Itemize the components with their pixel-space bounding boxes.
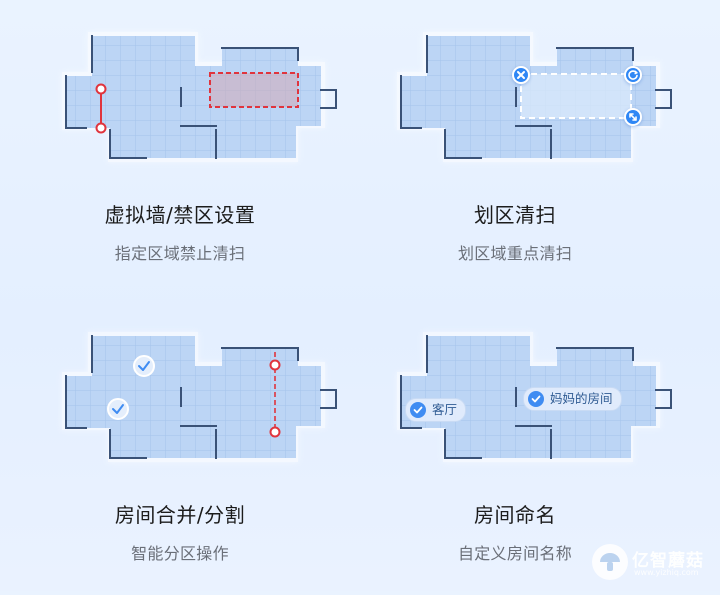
resize-icon bbox=[629, 113, 637, 121]
feature-subtitle: 划区域重点清扫 bbox=[457, 244, 573, 263]
floor-plan-map bbox=[0, 300, 360, 490]
feature-card-room-naming: 客厅 妈妈的房间 房间命名 自定义房间名称 bbox=[335, 300, 695, 595]
mushroom-logo-icon bbox=[592, 544, 628, 580]
delete-zone-button[interactable] bbox=[512, 66, 530, 84]
feature-card-room-merge-split: 房间合并/分割 智能分区操作 bbox=[0, 300, 360, 595]
watermark-text: 亿智蘑菇 bbox=[632, 551, 704, 571]
feature-title: 划区清扫 bbox=[474, 203, 556, 227]
no-go-zone bbox=[209, 72, 299, 108]
feature-subtitle: 智能分区操作 bbox=[131, 544, 229, 563]
cleaning-zone-box bbox=[520, 73, 632, 119]
close-icon bbox=[517, 71, 525, 79]
feature-subtitle: 自定义房间名称 bbox=[457, 544, 573, 563]
check-icon bbox=[528, 391, 544, 407]
room-label-living-room[interactable]: 客厅 bbox=[405, 398, 467, 422]
resize-zone-handle[interactable] bbox=[624, 108, 642, 126]
virtual-wall-line bbox=[95, 83, 107, 134]
watermark-url: www.yizhiq.com bbox=[634, 568, 699, 577]
floor-plan-map bbox=[335, 0, 695, 190]
floor-plan-map bbox=[335, 300, 695, 490]
room-label-text: 客厅 bbox=[432, 402, 458, 417]
feature-title: 房间合并/分割 bbox=[114, 503, 246, 527]
rotate-zone-button[interactable] bbox=[624, 66, 642, 84]
check-icon bbox=[410, 402, 426, 418]
watermark: 亿智蘑菇 www.yizhiq.com bbox=[592, 542, 716, 584]
feature-card-virtual-wall: 虚拟墙/禁区设置 指定区域禁止清扫 bbox=[0, 0, 360, 295]
room-selected-check-icon bbox=[133, 355, 155, 377]
feature-subtitle: 指定区域禁止清扫 bbox=[114, 244, 246, 263]
feature-card-zone-cleaning: 划区清扫 划区域重点清扫 bbox=[335, 0, 695, 295]
feature-title: 虚拟墙/禁区设置 bbox=[104, 203, 256, 227]
floor-plan-map bbox=[0, 0, 360, 190]
room-label-text: 妈妈的房间 bbox=[550, 391, 613, 406]
split-line bbox=[269, 352, 281, 440]
room-label-moms-room[interactable]: 妈妈的房间 bbox=[523, 387, 622, 411]
rotate-icon bbox=[628, 70, 638, 80]
room-selected-check-icon bbox=[107, 398, 129, 420]
feature-title: 房间命名 bbox=[474, 503, 556, 527]
